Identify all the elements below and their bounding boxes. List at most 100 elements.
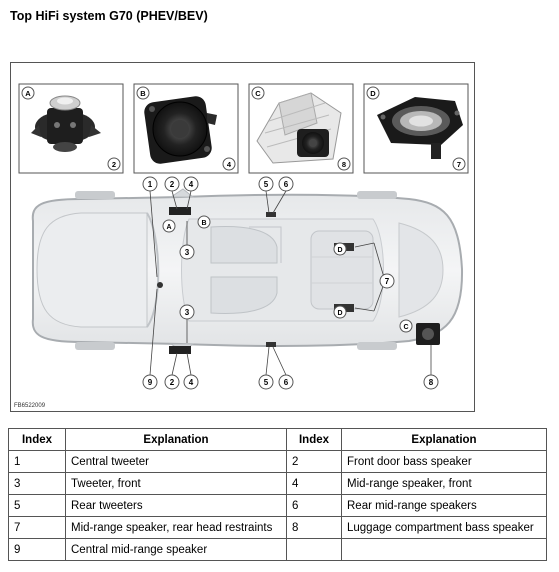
- svg-text:2: 2: [170, 180, 175, 189]
- svg-text:3: 3: [185, 248, 190, 257]
- inset-b: [133, 83, 239, 174]
- inset-d-number: 7: [452, 157, 466, 171]
- svg-text:7: 7: [385, 277, 390, 286]
- leader-lines: [149, 190, 432, 376]
- cell: [341, 538, 547, 561]
- callout-top-2: 2: [164, 176, 180, 192]
- inset-c: [248, 83, 354, 174]
- car-letter-b: B: [197, 215, 211, 229]
- table-row: 1 Central tweeter 2 Front door bass spea…: [8, 450, 547, 473]
- table-header-row: Index Explanation Index Explanation: [8, 428, 547, 451]
- header-explanation: Explanation: [65, 428, 287, 451]
- svg-text:6: 6: [284, 180, 289, 189]
- header-explanation-2: Explanation: [341, 428, 547, 451]
- rear-midrange-illustration: [377, 97, 463, 159]
- cell: Mid-range speaker, front: [341, 472, 547, 495]
- callout-bottom-9: 9: [142, 374, 158, 390]
- callout-top-1: 1: [142, 176, 158, 192]
- cell: 8: [286, 516, 342, 539]
- inset-c-letter: C: [251, 86, 265, 100]
- cell: 7: [8, 516, 66, 539]
- svg-text:9: 9: [148, 378, 153, 387]
- central-speaker: [157, 282, 163, 288]
- cell: Mid-range speaker, rear head restraints: [65, 516, 287, 539]
- svg-text:4: 4: [189, 180, 194, 189]
- callout-tweeter-front-top: 3: [179, 244, 195, 260]
- callouts: 1 2 4 5 6 9 2 4 5 6 3 3 7 8 A B C D D: [142, 176, 439, 390]
- car-letter-d-lower: D: [333, 305, 347, 319]
- inset-a: [18, 83, 124, 174]
- table-row: 5 Rear tweeters 6 Rear mid-range speaker…: [8, 494, 547, 517]
- cell: [286, 538, 342, 561]
- callout-rear-head-7: 7: [379, 273, 395, 289]
- cell: Rear mid-range speakers: [341, 494, 547, 517]
- svg-text:B: B: [140, 89, 146, 98]
- cell: Tweeter, front: [65, 472, 287, 495]
- car-top-view: [31, 188, 464, 353]
- inset-badges: A 2 B 4 C 8 D 7: [21, 86, 466, 171]
- cell: 6: [286, 494, 342, 517]
- inset-d-letter: D: [366, 86, 380, 100]
- header-index: Index: [8, 428, 66, 451]
- svg-text:D: D: [337, 247, 342, 254]
- callout-bottom-5: 5: [258, 374, 274, 390]
- svg-text:D: D: [370, 89, 376, 98]
- svg-text:B: B: [201, 220, 206, 227]
- legend-table: Index Explanation Index Explanation 1 Ce…: [8, 428, 547, 561]
- svg-text:2: 2: [170, 378, 175, 387]
- callout-bottom-6: 6: [278, 374, 294, 390]
- cell: Luggage compartment bass speaker: [341, 516, 547, 539]
- svg-text:2: 2: [112, 160, 116, 169]
- svg-text:6: 6: [284, 378, 289, 387]
- inset-a-number: 2: [107, 157, 121, 171]
- page-title: Top HiFi system G70 (PHEV/BEV): [10, 9, 208, 23]
- svg-text:C: C: [403, 324, 408, 331]
- front-door-speaker-top: [169, 207, 191, 215]
- svg-text:A: A: [166, 224, 171, 231]
- svg-text:1: 1: [148, 180, 153, 189]
- rear-speaker-top: [266, 212, 276, 217]
- inset-c-number: 8: [337, 157, 351, 171]
- callout-tweeter-front-bottom: 3: [179, 304, 195, 320]
- inset-d: [363, 83, 469, 174]
- cell: 4: [286, 472, 342, 495]
- svg-text:7: 7: [457, 160, 461, 169]
- figure-id: FB6522009: [14, 403, 46, 409]
- callout-top-5: 5: [258, 176, 274, 192]
- rear-speaker-bottom: [266, 342, 276, 347]
- cell: 1: [8, 450, 66, 473]
- svg-text:5: 5: [264, 378, 269, 387]
- inset-b-number: 4: [222, 157, 236, 171]
- header-index-2: Index: [286, 428, 342, 451]
- car-letter-c: C: [399, 319, 413, 333]
- svg-text:8: 8: [429, 378, 434, 387]
- speaker-layout-figure: 1 2 4 5 6 9 2 4 5 6 3 3 7 8 A B C D D A …: [10, 62, 475, 412]
- cell: 9: [8, 538, 66, 561]
- svg-text:C: C: [255, 89, 261, 98]
- svg-text:4: 4: [227, 160, 232, 169]
- cell: 3: [8, 472, 66, 495]
- bass-speaker-illustration: [256, 92, 342, 164]
- callout-luggage-8: 8: [423, 374, 439, 390]
- cell: Central tweeter: [65, 450, 287, 473]
- svg-text:3: 3: [185, 308, 190, 317]
- figure-canvas: 1 2 4 5 6 9 2 4 5 6 3 3 7 8 A B C D D A …: [18, 83, 469, 390]
- callout-top-4: 4: [183, 176, 199, 192]
- svg-text:8: 8: [342, 160, 346, 169]
- cell: Central mid-range speaker: [65, 538, 287, 561]
- front-door-speaker-bottom: [169, 346, 191, 354]
- svg-text:A: A: [25, 89, 31, 98]
- callout-top-6: 6: [278, 176, 294, 192]
- cell: 2: [286, 450, 342, 473]
- car-letter-a: A: [162, 219, 176, 233]
- car-letter-d-upper: D: [333, 242, 347, 256]
- inset-b-letter: B: [136, 86, 150, 100]
- cell: 5: [8, 494, 66, 517]
- table-row: 3 Tweeter, front 4 Mid-range speaker, fr…: [8, 472, 547, 495]
- midrange-speaker-illustration: [144, 96, 217, 164]
- svg-text:D: D: [337, 310, 342, 317]
- callout-bottom-2: 2: [164, 374, 180, 390]
- svg-text:5: 5: [264, 180, 269, 189]
- tweeter-illustration: [31, 95, 101, 152]
- cell: Rear tweeters: [65, 494, 287, 517]
